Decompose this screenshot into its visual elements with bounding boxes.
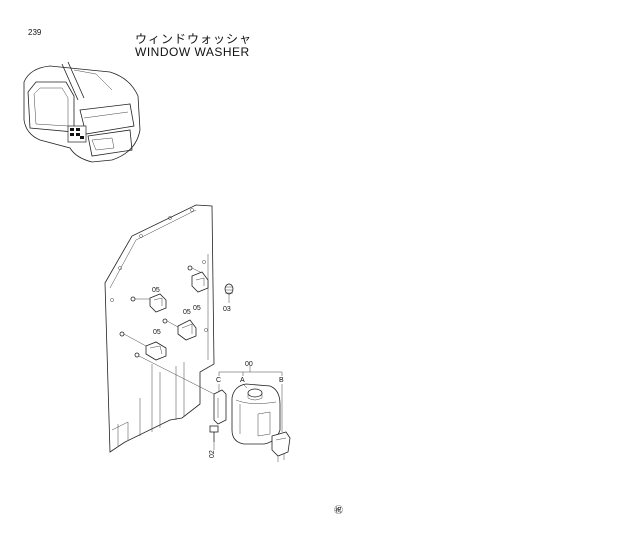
footer-mark: ㊗ [334, 506, 344, 516]
screws [119, 265, 215, 395]
callout-05: 05 [152, 287, 160, 294]
callout-05: 05 [153, 329, 161, 336]
callout-00: 00 [245, 361, 253, 368]
washer-tank [231, 383, 281, 445]
callout-a: A [240, 377, 245, 384]
cab-thumbnail [23, 61, 141, 163]
bolt [209, 425, 219, 450]
callout-b: B [279, 377, 284, 384]
callout-02: 02 [209, 450, 216, 458]
hose-clips [145, 271, 209, 361]
grommet [224, 283, 234, 303]
tank-bracket [213, 389, 227, 425]
callout-c: C [216, 377, 221, 384]
callout-05: 05 [193, 305, 201, 312]
page-number: 239 [28, 28, 42, 37]
washer-pump [271, 431, 291, 462]
title-japanese: ウィンドウォッシャ [135, 32, 253, 46]
callout-03: 03 [223, 306, 231, 313]
assembly-leaders [218, 366, 283, 432]
callout-05: 05 [183, 309, 191, 316]
side-panel [104, 204, 215, 453]
title-english: WINDOW WASHER [135, 45, 250, 59]
